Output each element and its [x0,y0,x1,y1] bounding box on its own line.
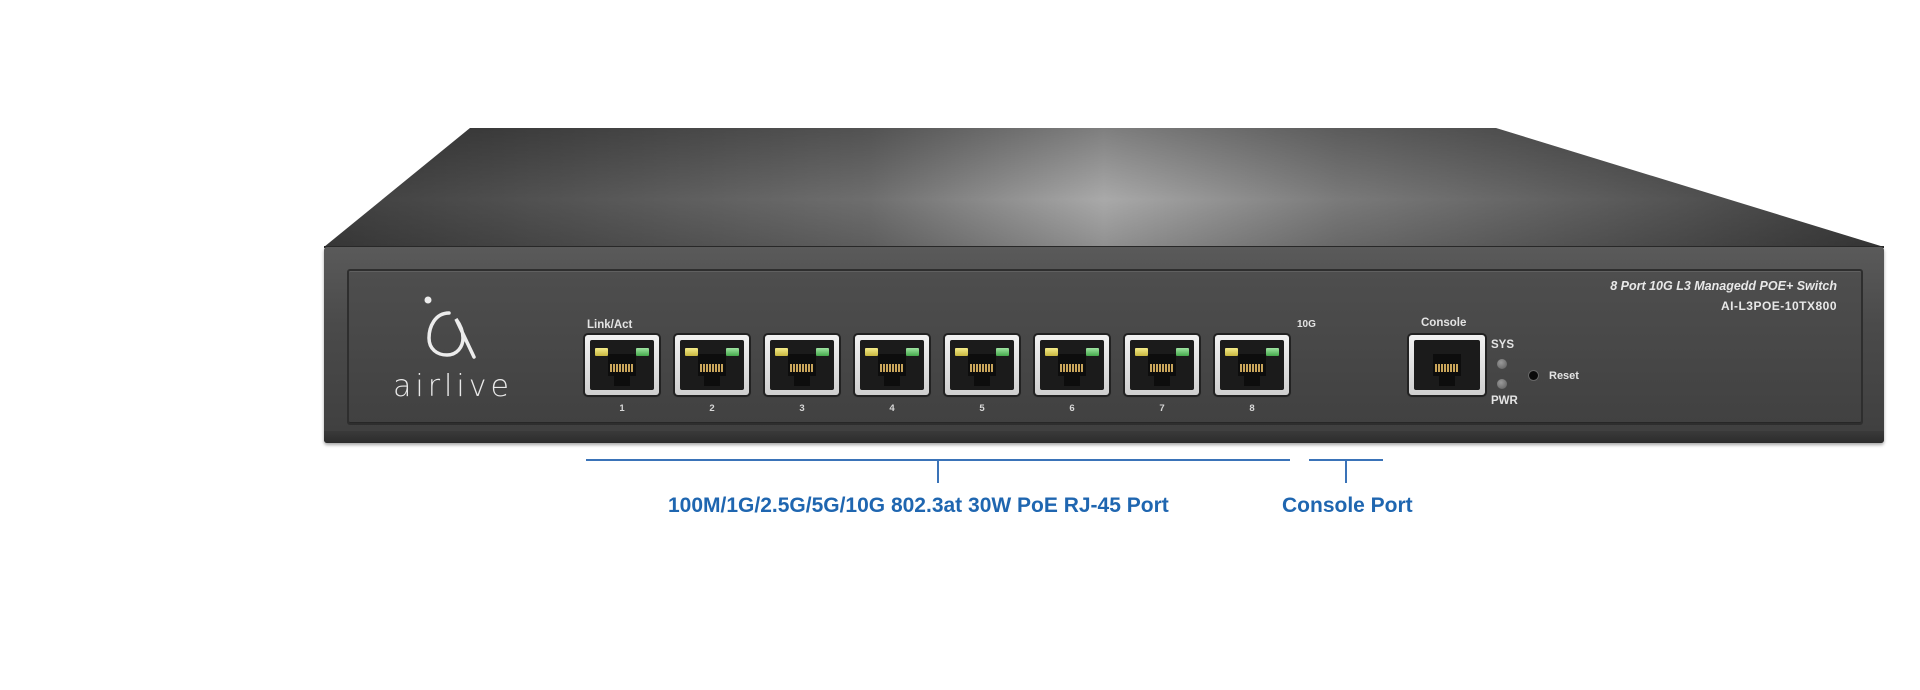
pwr-label: PWR [1491,395,1518,407]
port-number: 4 [889,403,895,414]
link-led [1225,348,1238,356]
link-led [1045,348,1058,356]
port-pins [700,364,724,372]
port-number: 8 [1249,403,1255,414]
rj45-port-7[interactable] [1125,335,1199,395]
port-number: 1 [619,403,625,414]
link-led [955,348,968,356]
model-title: 8 Port 10G L3 Managedd POE+ Switch [1610,279,1837,293]
sys-label: SYS [1491,339,1515,351]
port-jack [860,340,924,390]
port-tab [704,376,720,386]
rj45-port-4[interactable] [855,335,929,395]
port-jack [770,340,834,390]
model-number: AI-L3POE-10TX800 [1720,299,1837,313]
rj45-port-8[interactable] [1215,335,1289,395]
port-pins [880,364,904,372]
port-jack [680,340,744,390]
chassis-base [324,431,1884,443]
link-led [865,348,878,356]
link-led [775,348,788,356]
console-port-callout: Console Port [1282,494,1413,517]
pwr-led-icon [1497,379,1507,389]
ten-g-label: 10G [1297,319,1316,330]
act-led [906,348,919,356]
rj45-port-3[interactable] [765,335,839,395]
console-label: Console [1421,317,1467,329]
port-tab [794,376,810,386]
reset-button[interactable] [1529,371,1538,380]
link-led [685,348,698,356]
rj45-port-2[interactable] [675,335,749,395]
act-led [636,348,649,356]
port-tab [974,376,990,386]
sys-led-icon [1497,359,1507,369]
act-led [1266,348,1279,356]
link-act-label: Link/Act [587,319,633,331]
port-pins [1435,364,1459,372]
port-pins [610,364,634,372]
rj45-port-6[interactable] [1035,335,1109,395]
port-number: 7 [1159,403,1165,414]
port-jack [590,340,654,390]
port-jack [1130,340,1194,390]
port-number: 5 [979,403,985,414]
act-led [1086,348,1099,356]
rj45-port-callout: 100M/1G/2.5G/5G/10G 802.3at 30W PoE RJ-4… [668,494,1169,517]
port-tab [1064,376,1080,386]
link-led [1135,348,1148,356]
port-tab [614,376,630,386]
airlive-logo-icon [424,296,476,359]
console-port[interactable] [1409,335,1485,395]
switch-front-panel: airlive 8 Port 10G L3 Managedd POE+ Swit… [324,247,1884,443]
rj45-port-1[interactable] [585,335,659,395]
rj45-port-5[interactable] [945,335,1019,395]
reset-label: Reset [1549,370,1579,382]
port-jack [1220,340,1284,390]
port-tab [1439,376,1455,386]
port-pins [1150,364,1174,372]
act-led [726,348,739,356]
port-pins [1060,364,1084,372]
port-tab [1244,376,1260,386]
port-number: 3 [799,403,805,414]
port-pins [790,364,814,372]
console-bracket-stem [1345,459,1347,483]
port-jack [1414,340,1480,390]
port-tab [884,376,900,386]
act-led [996,348,1009,356]
faceplate: airlive 8 Port 10G L3 Managedd POE+ Swit… [347,269,1863,425]
act-led [1176,348,1189,356]
rj45-bracket-stem [937,459,939,483]
port-jack [1040,340,1104,390]
port-pins [970,364,994,372]
port-jack [950,340,1014,390]
port-tab [1154,376,1170,386]
act-led [816,348,829,356]
port-number: 6 [1069,403,1075,414]
port-pins [1240,364,1264,372]
port-number: 2 [709,403,715,414]
brand-logo-text: airlive [393,369,513,404]
link-led [595,348,608,356]
